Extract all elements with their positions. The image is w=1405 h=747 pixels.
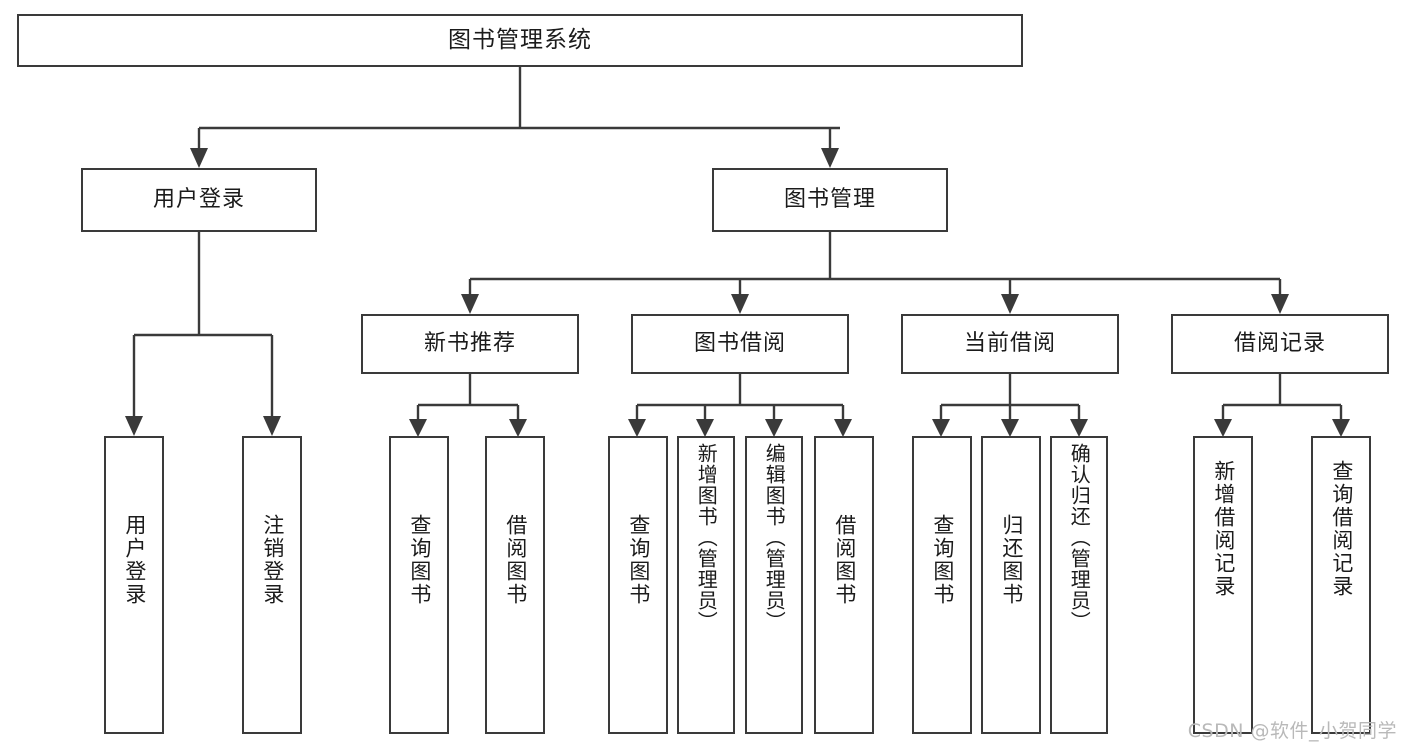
node-label: 确认归还（管理员）	[1067, 443, 1092, 632]
arrowhead-leaf-current-borrow-3	[1070, 419, 1088, 437]
node-label: 借阅图书	[832, 514, 857, 606]
arrowhead-leaf-current-borrow-2	[1001, 419, 1019, 437]
node-label: 用户登录	[122, 514, 147, 606]
arrowhead-book-borrow	[731, 294, 749, 314]
node-label: 新增图书（管理员）	[694, 443, 719, 632]
arrowhead-new-book	[461, 294, 479, 314]
leaf-current-borrow-1[interactable]: 查询图书	[912, 436, 972, 734]
csdn-watermark: CSDN @软件_小贺同学	[1187, 720, 1397, 742]
leaf-book-borrow-2[interactable]: 新增图书（管理员）	[677, 436, 735, 734]
node-user-login[interactable]: 用户登录	[81, 168, 317, 232]
node-label: 新书推荐	[423, 330, 516, 356]
node-label: 查询图书	[626, 514, 651, 606]
arrowhead-leaf-borrow-record-1	[1214, 419, 1232, 437]
node-label: 当前借阅	[963, 330, 1056, 356]
arrowhead-book-manage	[821, 148, 839, 168]
arrowhead-leaf-book-borrow-2	[696, 419, 714, 437]
arrowhead-leaf-book-borrow-1	[628, 419, 646, 437]
arrowhead-leaf-current-borrow-1	[932, 419, 950, 437]
leaf-book-borrow-1[interactable]: 查询图书	[608, 436, 668, 734]
arrowhead-leaf-borrow-record-2	[1332, 419, 1350, 437]
arrowhead-current-borrow	[1001, 294, 1019, 314]
node-current-borrow[interactable]: 当前借阅	[901, 314, 1119, 374]
node-label: 查询图书	[930, 514, 955, 606]
node-label: 图书管理系统	[448, 26, 592, 53]
leaf-book-borrow-4[interactable]: 借阅图书	[814, 436, 874, 734]
node-label: 用户登录	[152, 186, 245, 212]
arrowhead-user-login	[190, 148, 208, 168]
node-book-manage[interactable]: 图书管理	[712, 168, 948, 232]
arrowhead-leaf-new-book-1	[409, 419, 427, 437]
leaf-current-borrow-2[interactable]: 归还图书	[981, 436, 1041, 734]
node-book-borrow[interactable]: 图书借阅	[631, 314, 849, 374]
arrowhead-leaf-book-borrow-3	[765, 419, 783, 437]
node-label: 借阅图书	[503, 514, 528, 606]
leaf-new-book-1[interactable]: 查询图书	[389, 436, 449, 734]
arrowhead-leaf-book-borrow-4	[834, 419, 852, 437]
node-label: 归还图书	[999, 514, 1024, 606]
node-new-book-recommend[interactable]: 新书推荐	[361, 314, 579, 374]
leaf-new-book-2[interactable]: 借阅图书	[485, 436, 545, 734]
arrowhead-leaf-new-book-2	[509, 419, 527, 437]
arrowhead-leaf-user-login-2	[263, 416, 281, 436]
node-label: 编辑图书（管理员）	[762, 443, 787, 632]
node-borrow-record[interactable]: 借阅记录	[1171, 314, 1389, 374]
node-label: 查询借阅记录	[1329, 460, 1354, 598]
arrowhead-leaf-user-login-1	[125, 416, 143, 436]
node-label: 图书借阅	[693, 330, 786, 356]
node-label: 查询图书	[407, 514, 432, 606]
arrowhead-borrow-record	[1271, 294, 1289, 314]
node-label: 借阅记录	[1233, 330, 1326, 356]
leaf-current-borrow-3[interactable]: 确认归还（管理员）	[1050, 436, 1108, 734]
leaf-user-login-1[interactable]: 用户登录	[104, 436, 164, 734]
leaf-user-login-2[interactable]: 注销登录	[242, 436, 302, 734]
leaf-borrow-record-1[interactable]: 新增借阅记录	[1193, 436, 1253, 734]
node-label: 新增借阅记录	[1211, 460, 1236, 598]
node-label: 图书管理	[783, 186, 876, 212]
node-root-system[interactable]: 图书管理系统	[17, 14, 1023, 67]
leaf-borrow-record-2[interactable]: 查询借阅记录	[1311, 436, 1371, 734]
leaf-book-borrow-3[interactable]: 编辑图书（管理员）	[745, 436, 803, 734]
node-label: 注销登录	[260, 514, 285, 606]
